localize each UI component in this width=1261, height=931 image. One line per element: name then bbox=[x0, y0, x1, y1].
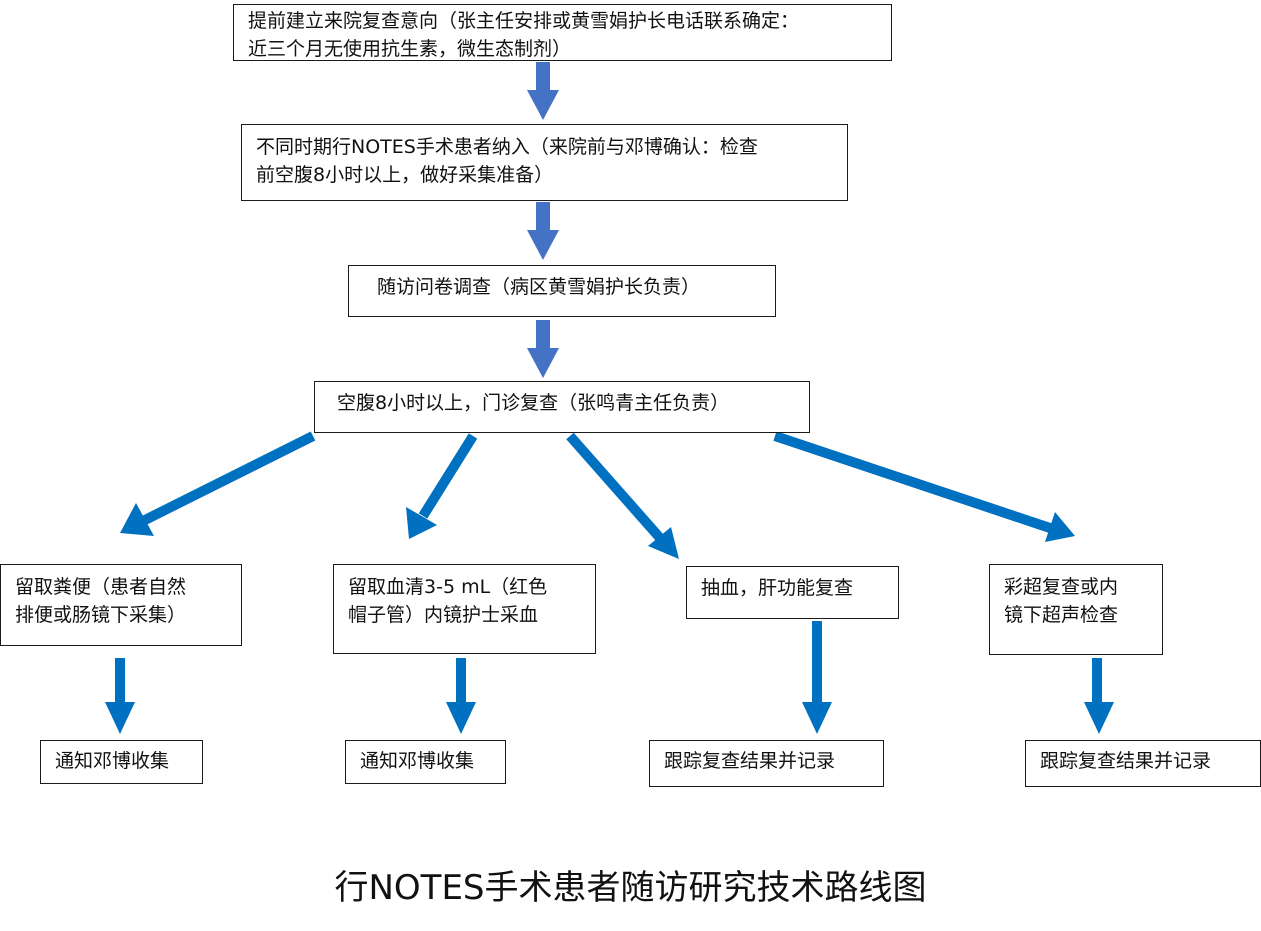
arrow-branch4-to-outcome4 bbox=[1084, 658, 1114, 734]
arrow-step4-to-branch2 bbox=[406, 433, 478, 539]
arrow-step2-to-step3 bbox=[527, 202, 559, 260]
branch2-box: 留取血清3-5 mL（红色 帽子管）内镜护士采血 bbox=[333, 564, 596, 654]
outcome3-box: 跟踪复查结果并记录 bbox=[649, 740, 884, 787]
branch1-box: 留取粪便（患者自然 排便或肠镜下采集） bbox=[0, 564, 242, 646]
arrow-branch2-to-outcome2 bbox=[446, 658, 476, 734]
branch3-box: 抽血，肝功能复查 bbox=[686, 566, 899, 619]
outcome1-box: 通知邓博收集 bbox=[40, 740, 203, 784]
step3-box: 随访问卷调查（病区黄雪娟护长负责） bbox=[348, 265, 776, 317]
arrow-branch1-to-outcome1 bbox=[105, 658, 135, 734]
arrow-step1-to-step2 bbox=[527, 62, 559, 120]
outcome4-box: 跟踪复查结果并记录 bbox=[1025, 740, 1261, 787]
arrow-step4-to-branch4 bbox=[773, 431, 1075, 542]
arrow-step4-to-branch1 bbox=[120, 431, 316, 536]
branch4-box: 彩超复查或内 镜下超声检查 bbox=[989, 564, 1163, 655]
diagram-caption: 行NOTES手术患者随访研究技术路线图 bbox=[334, 868, 927, 908]
arrow-step3-to-step4 bbox=[527, 320, 559, 378]
step1-box: 提前建立来院复查意向（张主任安排或黄雪娟护长电话联系确定： 近三个月无使用抗生素… bbox=[233, 4, 892, 61]
arrow-step4-to-branch3 bbox=[566, 432, 679, 559]
step2-box: 不同时期行NOTES手术患者纳入（来院前与邓博确认：检查 前空腹8小时以上，做好… bbox=[241, 124, 848, 201]
arrow-branch3-to-outcome3 bbox=[802, 621, 832, 734]
outcome2-box: 通知邓博收集 bbox=[345, 740, 506, 784]
step4-box: 空腹8小时以上，门诊复查（张鸣青主任负责） bbox=[314, 381, 810, 433]
